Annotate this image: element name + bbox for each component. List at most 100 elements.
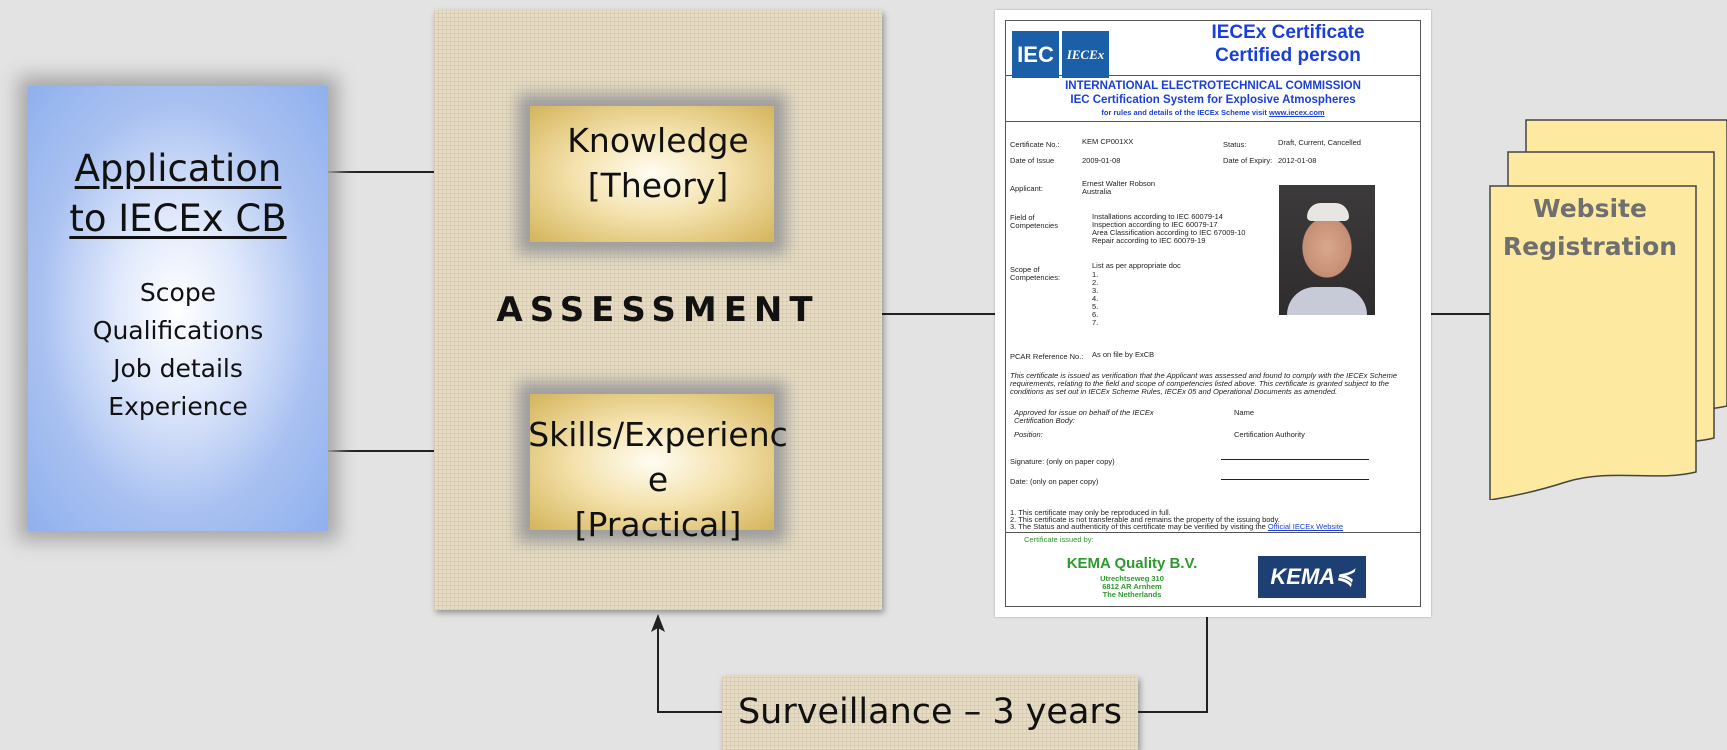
website-line2: Registration [1502, 232, 1678, 261]
scope-item: 1. [1092, 270, 1099, 279]
approved-line: Certification Body: [1014, 416, 1075, 425]
note-3-text: 3. The Status and authenticity of this c… [1010, 522, 1268, 531]
certificate-org: INTERNATIONAL ELECTROTECHNICAL COMMISSIO… [1065, 80, 1361, 92]
scope-item: 4. [1092, 294, 1099, 303]
certificate-rules-text: for rules and details of the IECEx Schem… [1101, 108, 1269, 117]
applicant-label: Applicant: [1010, 184, 1043, 193]
knowledge-line1: Knowledge [567, 121, 749, 160]
field-item: Area Classification according to IEC 670… [1092, 228, 1246, 237]
issuer-address: 6812 AR Arnhem [1102, 582, 1162, 591]
photo-shirt [1287, 287, 1367, 315]
surveillance-label: Surveillance – 3 years [737, 692, 1123, 732]
scope-item: 3. [1092, 286, 1099, 295]
certificate-title: IECEx Certificate Certified person [1156, 21, 1420, 67]
issuer-name: KEMA Quality B.V. [1066, 555, 1198, 572]
signature-label: Signature: (only on paper copy) [1010, 457, 1115, 466]
skills-line2: e [647, 460, 669, 499]
field-item: Installations according to IEC 60079-14 [1092, 212, 1223, 221]
note-line: 2. This certificate is not transferable … [1010, 515, 1280, 524]
issuer-address: Utrechtseweg 310 [1100, 574, 1164, 583]
certificate: IEC IECEx IECEx Certificate Certified pe… [995, 10, 1431, 617]
connector-up-to-assessment [657, 628, 659, 713]
certificate-system: IEC Certification System for Explosive A… [1070, 94, 1356, 106]
application-item-scope: Scope [139, 278, 217, 307]
pcar-value: As on file by ExCB [1092, 350, 1155, 359]
certificate-no: KEM CP001XX [1082, 137, 1134, 146]
photo-hair [1307, 203, 1349, 221]
application-items: Scope Qualifications Job details Experie… [28, 274, 328, 426]
website-line1: Website [1533, 194, 1647, 223]
knowledge-line2: [Theory] [587, 166, 729, 205]
certificate-title-line1: IECEx Certificate [1211, 22, 1365, 43]
kema-logo: KEMA≼ [1258, 556, 1366, 598]
date-label: Date: (only on paper copy) [1010, 477, 1099, 486]
field-item: Inspection according to IEC 60079-17 [1092, 220, 1218, 229]
signature-line [1221, 459, 1369, 460]
application-title: Application to IECEx CB [28, 144, 328, 244]
assessment-label: ASSESSMENT [496, 290, 820, 330]
iecex-logo: IECEx [1062, 31, 1109, 78]
scope-heading: List as per appropriate doc [1092, 261, 1181, 270]
certificate-rule-top [1006, 75, 1420, 76]
application-box: Application to IECEx CB Scope Qualificat… [28, 86, 328, 531]
statement-line: conditions as set out in IECEx Scheme Ru… [1010, 387, 1338, 396]
statement-line: requirements, relating to the field and … [1010, 379, 1389, 388]
certificate-frame: IEC IECEx IECEx Certificate Certified pe… [1005, 20, 1421, 607]
surveillance-box: Surveillance – 3 years [722, 676, 1138, 750]
note-line: 1. This certificate may only be reproduc… [1010, 508, 1171, 517]
certificate-rule-footer [1006, 532, 1420, 533]
knowledge-box [530, 106, 774, 242]
certificate-rules: for rules and details of the IECEx Schem… [1006, 108, 1420, 117]
name-label: Name [1234, 408, 1255, 417]
date-issue: 2009-01-08 [1082, 156, 1121, 165]
document-stack-icon [1489, 119, 1727, 500]
connector-surveillance-right [1138, 711, 1208, 713]
issued-by: Certificate issued by: [1024, 535, 1094, 544]
date-expiry-label: Date of Expiry: [1223, 156, 1273, 165]
assessment-panel: Knowledge [Theory] ASSESSMENT Skills/Exp… [434, 10, 882, 610]
website-registration-label: Website Registration [1490, 190, 1690, 266]
certificate-rule-header [1006, 121, 1420, 122]
issuer-address: The Netherlands [1102, 590, 1162, 599]
status-label: Status: [1223, 140, 1247, 149]
scope-item: 7. [1092, 318, 1099, 327]
scope-item: 5. [1092, 302, 1099, 311]
application-item-qualifications: Qualifications [92, 316, 264, 345]
status-value: Draft, Current, Cancelled [1278, 138, 1361, 147]
application-title-line2: to IECEx CB [69, 197, 287, 240]
skills-line1: Skills/Experienc [528, 415, 788, 454]
field-item: Repair according to IEC 60079-19 [1092, 236, 1206, 245]
connector-assessment-certificate [882, 313, 995, 315]
application-title-line1: Application [74, 147, 282, 190]
date-issue-label: Date of Issue [1010, 156, 1055, 165]
applicant-country: Australia [1082, 187, 1112, 196]
scope-item: 2. [1092, 278, 1099, 287]
application-item-job-details: Job details [113, 354, 243, 383]
applicant-photo [1279, 185, 1375, 315]
knowledge-label: Knowledge [Theory] [414, 118, 902, 208]
date-line [1221, 479, 1369, 480]
official-website-link[interactable]: Official IECEx Website [1267, 522, 1344, 531]
scope-label-2: Competencies: [1010, 273, 1061, 282]
connector-app-skills [328, 450, 538, 452]
statement-line: This certificate is issued as verificati… [1010, 371, 1397, 380]
note-line: 3. The Status and authenticity of this c… [1010, 522, 1343, 531]
field-label-2: Competencies [1010, 221, 1058, 230]
connector-certificate-website [1431, 313, 1491, 315]
skills-line3: [Practical] [574, 505, 742, 544]
scope-item: 6. [1092, 310, 1099, 319]
date-expiry: 2012-01-08 [1278, 156, 1317, 165]
position-value: Certification Authority [1234, 430, 1305, 439]
connector-surveillance-left [657, 711, 722, 713]
applicant-name: Ernest Walter Robson [1082, 179, 1156, 188]
certificate-rules-link[interactable]: www.iecex.com [1268, 108, 1325, 117]
approved-line: Approved for issue on behalf of the IECE… [1014, 408, 1154, 417]
skills-box [530, 394, 774, 530]
certificate-title-line2: Certified person [1215, 45, 1361, 66]
document-front [1489, 185, 1697, 500]
connector-certificate-down [1206, 617, 1208, 713]
skills-label: Skills/Experienc e [Practical] [414, 412, 902, 547]
pcar-label: PCAR Reference No.: [1010, 352, 1084, 361]
certificate-no-label: Certificate No.: [1010, 140, 1060, 149]
iec-logo: IEC [1012, 31, 1059, 78]
